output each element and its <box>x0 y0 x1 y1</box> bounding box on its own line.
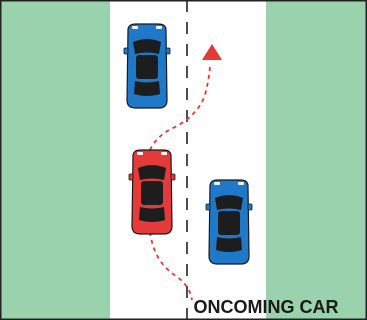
oncoming-car-label: ONCOMING CAR <box>194 297 339 317</box>
blue-car-oncoming <box>206 180 252 264</box>
grass-right <box>266 0 367 320</box>
red-car-overtaking <box>129 150 175 234</box>
grass-left <box>0 0 110 320</box>
blue-car-ahead <box>124 24 170 108</box>
